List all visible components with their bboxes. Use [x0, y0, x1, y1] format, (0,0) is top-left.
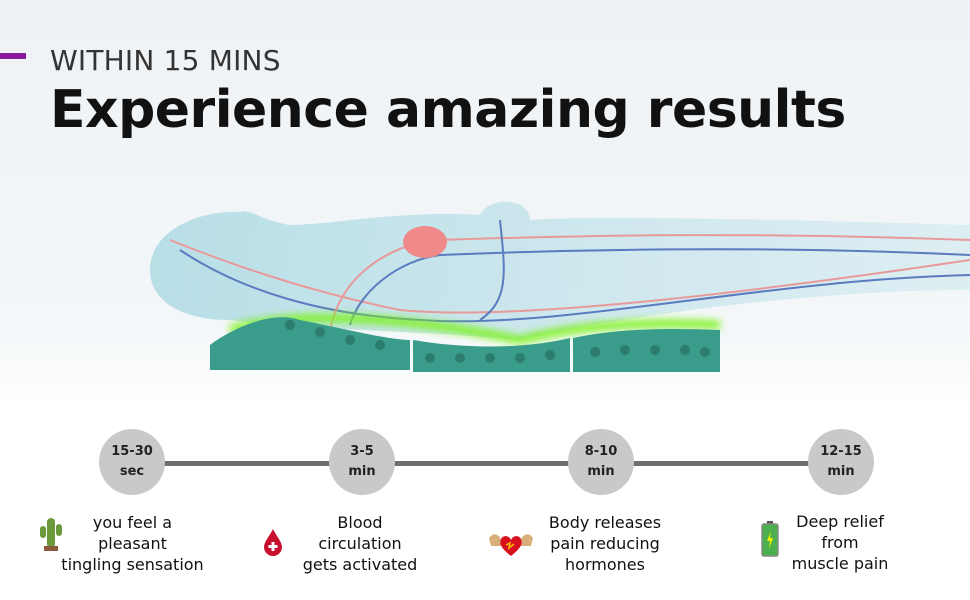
- mat-end: [573, 328, 720, 372]
- time-value: 8-10: [584, 444, 618, 459]
- time-value: 15-30: [111, 444, 153, 459]
- kicker: WITHIN 15 MINS: [50, 44, 281, 77]
- time-unit: min: [348, 464, 376, 479]
- accent-bar: [0, 53, 26, 59]
- body-on-mat-illustration: [150, 201, 970, 372]
- timeline-line: [132, 461, 842, 466]
- time-unit: min: [587, 464, 615, 479]
- time-value: 3-5: [350, 444, 374, 459]
- glow: [228, 314, 721, 345]
- time-badge: 15-30 sec: [99, 429, 165, 495]
- battery-icon: [761, 521, 779, 557]
- blood-drop-icon: [264, 529, 282, 556]
- mat-pillow: [210, 317, 410, 370]
- time-unit: min: [827, 464, 855, 479]
- heart-muscle-icon: [489, 534, 533, 556]
- time-badge: 3-5 min: [329, 429, 395, 495]
- page-title: Experience amazing results: [50, 80, 846, 140]
- time-unit: sec: [119, 464, 145, 479]
- time-badge: 8-10 min: [568, 429, 634, 495]
- time-value: 12-15: [820, 444, 862, 459]
- heart-organ: [403, 226, 447, 258]
- cactus-icon: [40, 518, 62, 551]
- time-badge: 12-15 min: [808, 429, 874, 495]
